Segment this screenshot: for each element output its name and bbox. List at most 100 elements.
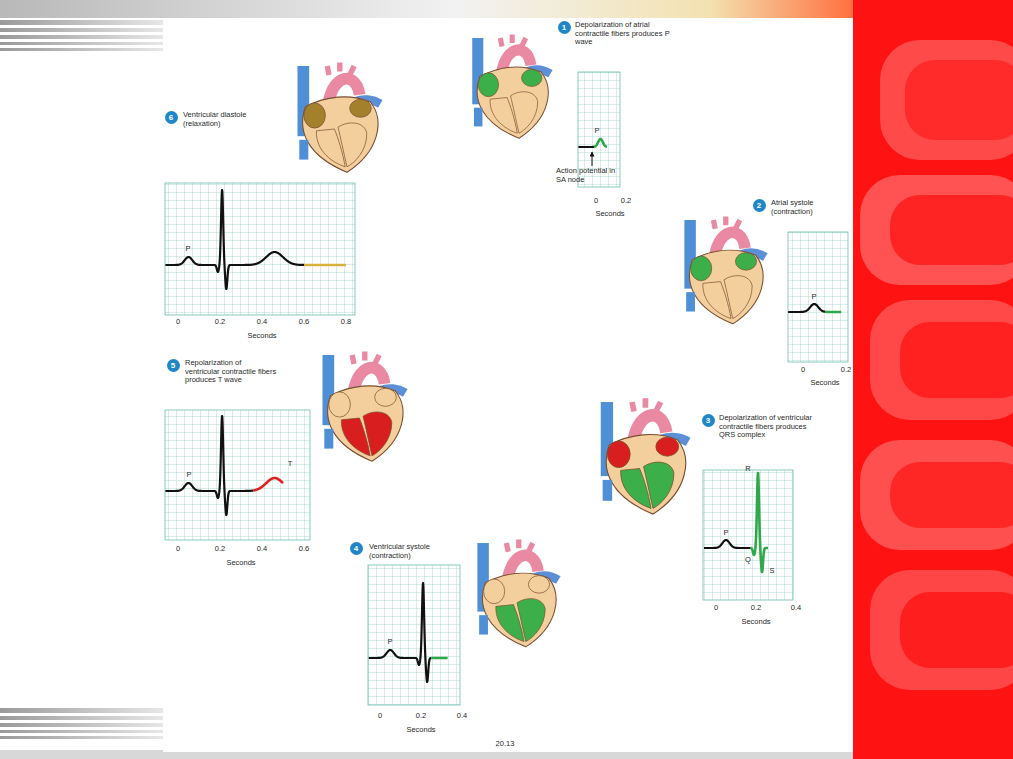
heart-figure — [329, 392, 351, 417]
ecg-trace — [165, 190, 304, 289]
axis-label: Seconds — [221, 559, 261, 568]
ecg-grid — [165, 183, 355, 315]
axis-label: S — [767, 567, 777, 576]
ecg-highlight — [826, 311, 842, 314]
callout-number: 1 — [558, 21, 571, 34]
axis-label: P — [591, 127, 603, 136]
ecg-highlight — [750, 473, 768, 572]
heart-figure — [363, 412, 392, 456]
background-decoration — [0, 28, 165, 32]
axis-label: 0.6 — [294, 318, 314, 327]
callout-number: 2 — [753, 199, 766, 212]
ecg-highlight — [254, 478, 283, 490]
heart-figure — [298, 62, 381, 172]
heart-figure — [298, 35, 766, 647]
background-decoration — [890, 462, 1013, 528]
ecg-trace — [788, 304, 825, 312]
background-decoration — [0, 42, 165, 45]
panel-caption: Ventricular systole (contraction) — [369, 543, 459, 560]
axis-label: 0.2 — [616, 197, 636, 206]
callout-number: 3 — [702, 414, 715, 427]
axis-label: Q — [743, 556, 753, 565]
background-decoration — [880, 40, 1013, 160]
ecg-highlight — [594, 139, 607, 147]
heart-figure — [484, 579, 505, 604]
callout-text: 2 — [757, 201, 761, 210]
heart-figure — [324, 429, 333, 449]
axis-label: 0 — [171, 545, 185, 554]
ecg-grid — [368, 565, 460, 705]
callout-text: 4 — [354, 544, 358, 553]
ecg-trace — [578, 146, 594, 148]
heart-figure — [606, 435, 685, 515]
axis-label: P — [384, 638, 396, 647]
heart-figure — [478, 73, 498, 97]
callout-text: 5 — [171, 361, 175, 370]
background-decoration — [870, 570, 1013, 690]
axis-label: Seconds — [736, 618, 776, 627]
heart-figure — [528, 576, 549, 594]
background-decoration — [0, 730, 165, 733]
axis-label: R — [743, 465, 753, 474]
axis-label: P — [720, 529, 732, 538]
heart-figure — [603, 480, 613, 501]
heart-figure — [724, 276, 752, 319]
panel-caption: Ventricular diastole (relaxation) — [183, 111, 269, 128]
background-decoration — [0, 716, 165, 720]
axis-label: 0 — [709, 604, 723, 613]
heart-figure — [472, 35, 550, 139]
ecg-highlight — [304, 264, 346, 267]
heart-figure — [601, 398, 688, 514]
axis-label: Seconds — [242, 332, 282, 341]
heart-figure — [686, 292, 695, 311]
background-decoration — [900, 322, 1013, 398]
axis-label: 20.13 — [488, 740, 522, 749]
background-decoration — [870, 300, 1013, 420]
heart-figure — [477, 67, 548, 138]
panel-caption: Action potential in SA node — [556, 167, 620, 184]
background-decoration — [860, 175, 1013, 285]
heart-figure — [477, 539, 558, 646]
axis-label: 0 — [373, 712, 387, 721]
axis-label: P — [808, 293, 820, 302]
axis-label: 0.8 — [336, 318, 356, 327]
axis-label: 0 — [589, 197, 603, 206]
callout-number: 6 — [165, 111, 178, 124]
heart-figure — [689, 250, 763, 324]
heart-figure — [479, 615, 488, 634]
axis-label: Seconds — [805, 379, 845, 388]
panel-caption: Atrial systole (contraction) — [771, 199, 845, 216]
heart-figure — [304, 103, 326, 128]
ecg-trace — [369, 583, 432, 682]
heart-figure — [350, 99, 372, 117]
axis-label: 0.4 — [252, 545, 272, 554]
heart-figure — [684, 216, 765, 323]
axis-label: 0.2 — [210, 545, 230, 554]
leader-arrow — [592, 152, 593, 166]
axis-label: Seconds — [401, 726, 441, 735]
background-decoration — [900, 592, 1013, 668]
heart-figure — [517, 599, 545, 642]
background-decoration — [163, 20, 853, 752]
background-decoration — [0, 736, 165, 739]
axis-label: 0.2 — [746, 604, 766, 613]
panel-caption: Depolarization of ventricular contractil… — [719, 414, 823, 440]
axis-label: P — [183, 471, 195, 480]
heart-figure — [735, 253, 756, 271]
background-decoration — [0, 20, 165, 25]
background-decoration — [0, 723, 165, 727]
ecg-grid — [165, 72, 848, 705]
axis-label: P — [182, 245, 194, 254]
axis-label: 0 — [171, 318, 185, 327]
axis-label: 0.2 — [836, 366, 856, 375]
panel-caption: Depolarization of atrial contractile fib… — [575, 21, 671, 47]
axis-label: 0.6 — [294, 545, 314, 554]
callout-text: 1 — [562, 23, 566, 32]
callout-text: 3 — [706, 416, 710, 425]
heart-figure — [511, 92, 538, 133]
background-decoration — [0, 48, 165, 51]
